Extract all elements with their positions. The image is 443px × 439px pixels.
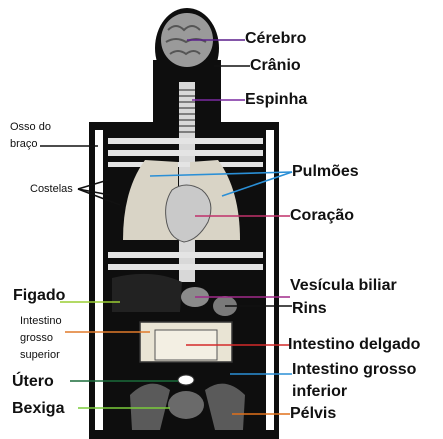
label-cerebro: Cérebro xyxy=(245,31,306,47)
label-intestino-delgado: Intestino delgado xyxy=(288,337,420,353)
label-cranio: Crânio xyxy=(250,58,301,74)
label-osso-do-braco-1: Osso do xyxy=(10,122,51,133)
label-intestino-inferior-2: inferior xyxy=(292,384,347,396)
liver xyxy=(112,274,182,312)
label-figado: Figado xyxy=(13,288,65,304)
right-arm-bone xyxy=(266,130,274,430)
uterus xyxy=(178,375,194,385)
left-arm-bone xyxy=(95,130,103,430)
label-espinha: Espinha xyxy=(245,92,307,108)
label-intestino-superior-3: superior xyxy=(20,350,60,361)
label-pelvis: Pélvis xyxy=(290,406,336,422)
label-vesicula-biliar: Vesícula biliar xyxy=(290,278,397,294)
label-osso-do-braco-2: braço xyxy=(10,139,38,150)
label-pulmoes: Pulmões xyxy=(292,164,359,180)
label-intestino-superior-2: grosso xyxy=(20,333,53,344)
label-coracao: Coração xyxy=(290,208,354,224)
label-intestino-superior-1: Intestino xyxy=(20,316,62,327)
label-intestino-inferior-1: Intestino grosso xyxy=(292,362,416,378)
label-bexiga: Bexiga xyxy=(12,401,64,417)
label-rins: Rins xyxy=(292,301,327,317)
label-utero: Útero xyxy=(12,374,54,390)
label-costelas: Costelas xyxy=(30,184,73,195)
bladder xyxy=(168,391,204,419)
